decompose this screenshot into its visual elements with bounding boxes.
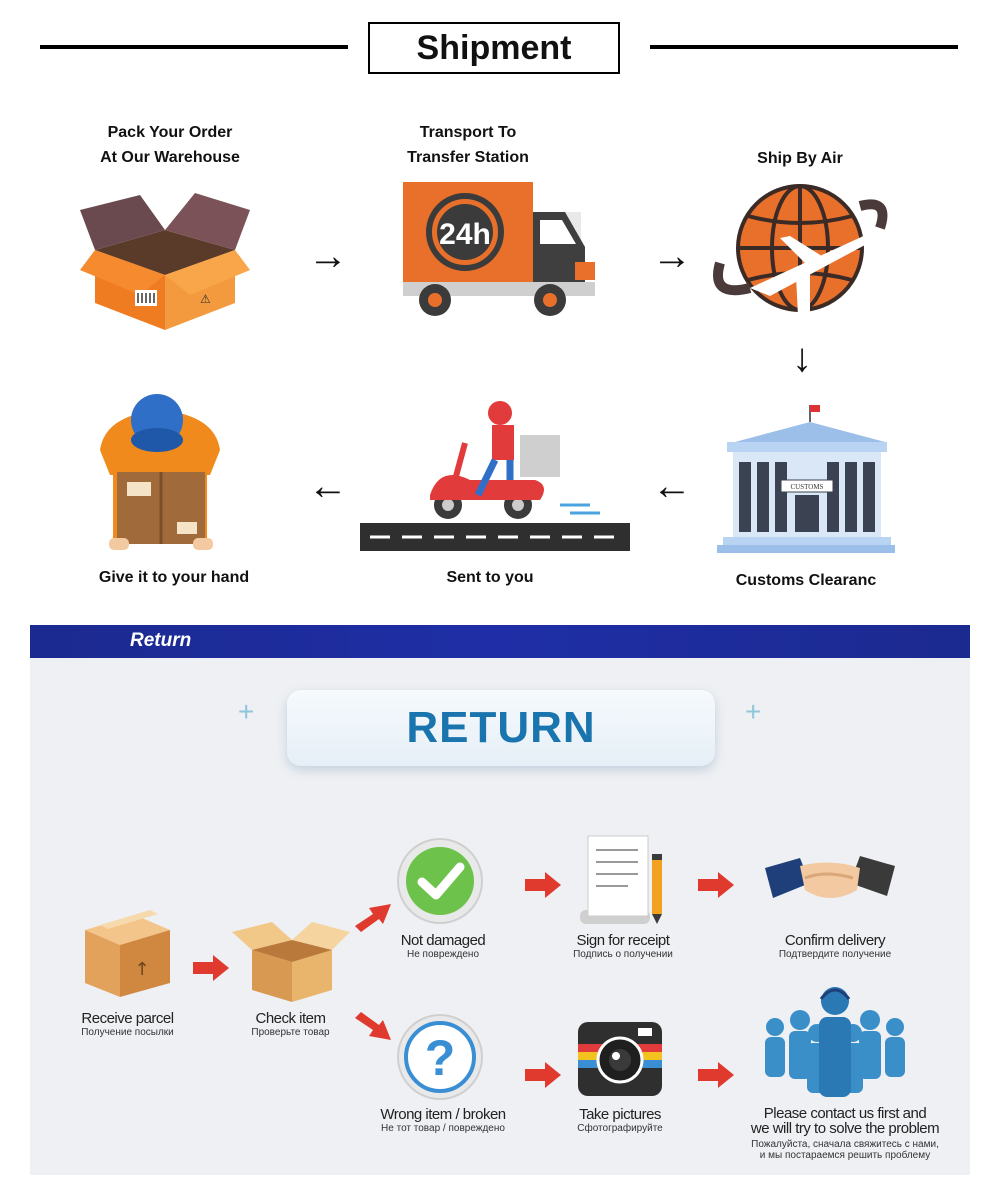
return-banner-title: Return [130,630,192,651]
arrow-left-2: ← [308,464,348,508]
step-label-hand: Give it to your hand [98,569,250,586]
step-label-pack: Pack Your Order At Our Warehouse [100,124,240,166]
step-sign-receipt: Sign for receipt Подпись о получении [573,932,673,960]
truck-badge: 24h [439,218,491,251]
plus-decoration-right: + [745,696,762,727]
divider-left [40,45,348,49]
plus-decoration-left: + [238,696,255,727]
svg-text:↑: ↑ [134,959,149,980]
return-heading: RETURN [406,703,596,752]
section-title-shipment: Shipment [368,22,620,74]
arrow-down: ↓ [792,336,812,380]
delivery-truck-icon: 24h [403,182,595,316]
red-arrow-up [355,904,391,932]
arrow-left-1: ← [652,464,692,508]
svg-text:?: ? [425,1030,456,1086]
step-receive-parcel: Receive parcel Получение посылки [81,1010,174,1038]
red-arrow-down [355,1012,391,1040]
handshake-icon [765,856,895,898]
support-team-icon [765,987,905,1097]
customs-sign: CUSTOMS [791,483,824,491]
scooter-courier-icon [360,401,630,551]
step-label-sent: Sent to you [446,569,534,586]
svg-text:⚠: ⚠ [200,292,211,306]
red-arrow-5 [698,1062,734,1088]
step-wrong-item: Wrong item / broken Не тот товар / повре… [380,1106,506,1134]
step-check-item: Check item Проверьте товар [251,1010,330,1038]
divider-right [650,45,958,49]
step-label-transport: Transport To Transfer Station [407,124,529,166]
open-box-icon: ⚠ [80,193,250,330]
step-label-air: Ship By Air [757,150,843,167]
red-arrow-2 [525,872,561,898]
red-arrow-4 [525,1062,561,1088]
parcel-icon: ↑ [85,910,170,997]
return-banner [30,625,970,658]
step-contact-us: Please contact us first and we will try … [750,1105,940,1161]
person-holding-box-icon [100,394,220,550]
receipt-pen-icon [580,835,662,924]
arrow-right-2: → [652,234,692,278]
arrow-right-1: → [308,234,348,278]
step-not-damaged: Not damaged Не повреждено [400,932,486,960]
step-take-pictures: Take pictures Сфотографируйте [577,1106,663,1134]
red-arrow-1 [193,955,229,981]
red-arrow-3 [698,872,734,898]
step-confirm-delivery: Confirm delivery Подтвердите получение [778,932,892,960]
customs-building-icon: CUSTOMS [717,405,895,553]
question-mark-icon: ? [397,1014,483,1100]
globe-airplane-icon [713,184,888,316]
return-heading-box: RETURN [287,690,715,766]
open-carton-icon [232,922,350,1002]
green-check-icon [397,838,483,924]
camera-icon [578,1022,662,1096]
step-label-customs: Customs Clearanc [735,572,877,589]
